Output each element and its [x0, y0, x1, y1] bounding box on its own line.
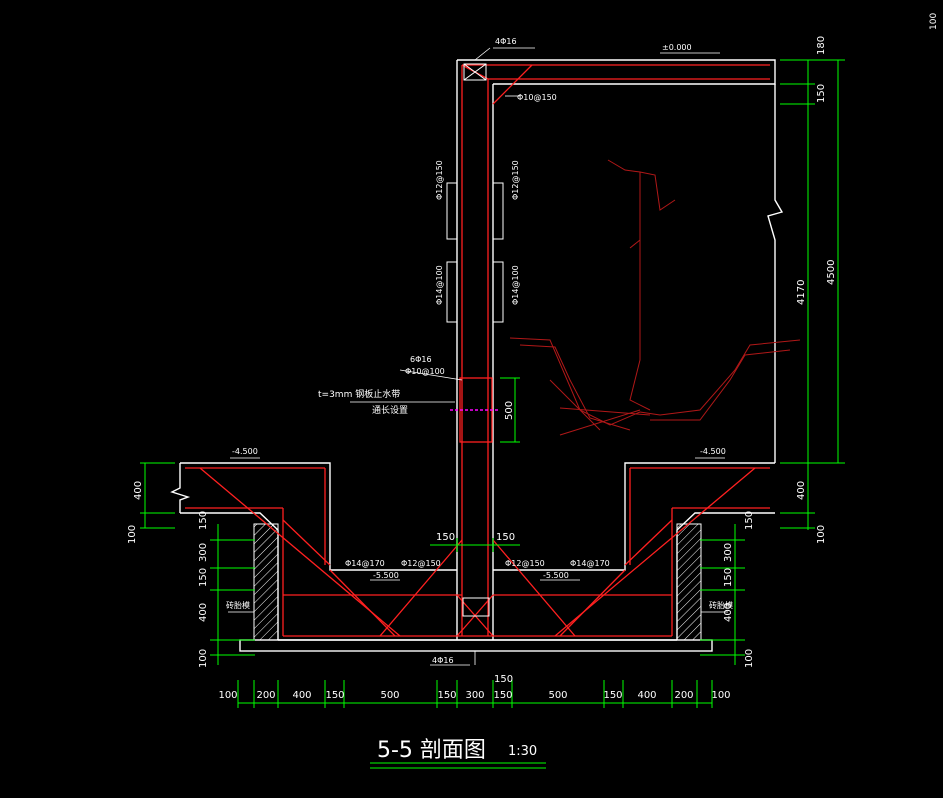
label-wall-bar-left-upper: Φ12@150 — [435, 160, 444, 200]
marker-left-upper — [446, 182, 458, 240]
dim-text-right-300: 300 — [723, 543, 734, 562]
corner-marker — [463, 63, 487, 81]
brick-molds — [253, 523, 702, 641]
concrete-outline — [170, 59, 784, 652]
left-step-outline — [180, 462, 457, 571]
dim-text-4170: 4170 — [796, 280, 807, 305]
label-left-slope-bar: Φ14@170 — [345, 559, 385, 568]
dim-text-left-150: 150 — [198, 511, 209, 530]
dim-bottom-12: 100 — [711, 690, 730, 701]
bottom-dimension-labels: 100 200 400 150 500 150 300 150 500 150 … — [218, 690, 730, 701]
dim-bottom-5: 150 — [437, 690, 456, 701]
break-line-left — [170, 463, 191, 513]
marker-right-upper — [492, 182, 504, 240]
marker-right-lower — [492, 261, 504, 323]
label-top-rebar: 4Φ16 — [495, 37, 517, 46]
left-diag-3 — [329, 569, 396, 637]
label-beam-stirrup: Φ10@100 — [405, 367, 445, 376]
label-elevation-bottom-left: -5.500 — [373, 571, 399, 580]
brick-mold-right — [676, 523, 702, 641]
label-elevation-left-step: -4.500 — [232, 447, 258, 456]
dim-bottom-1: 200 — [256, 690, 275, 701]
dim-bottom-9: 150 — [603, 690, 622, 701]
dim-text-left-100: 100 — [127, 525, 138, 544]
label-left-slope-bar2: Φ12@150 — [401, 559, 441, 568]
dim-text-right-100b: 100 — [744, 649, 755, 668]
right-step-outline — [493, 462, 775, 571]
dim-text-mid-150-left: 150 — [436, 532, 455, 543]
label-wall-bar-left-lower: Φ14@100 — [435, 265, 444, 305]
label-waterstop: t=3mm 钢板止水带 — [318, 388, 400, 400]
dim-text-left-150b: 150 — [198, 568, 209, 587]
label-wall-bar-right-upper: Φ12@150 — [511, 160, 520, 200]
label-elevation-right-step: -4.500 — [700, 447, 726, 456]
dim-text-right-100: 100 — [816, 525, 827, 544]
haunch-bar — [492, 64, 533, 105]
right-diag-2 — [624, 519, 673, 566]
left-diag-2 — [282, 519, 331, 566]
dim-bottom-3: 150 — [325, 690, 344, 701]
label-right-slope-bar2: Φ14@170 — [570, 559, 610, 568]
dim-bottom-4: 500 — [380, 690, 399, 701]
label-top-slab-bars: Φ10@150 — [517, 93, 557, 102]
dim-text-right-400: 400 — [796, 481, 807, 500]
dim-text-left-400b: 400 — [198, 603, 209, 622]
dim-bottom-7: 150 — [493, 690, 512, 701]
break-line-right — [767, 84, 784, 463]
label-waterstop-continuous: 通长设置 — [372, 404, 408, 416]
background-detail — [509, 159, 801, 436]
dim-bottom-11: 200 — [674, 690, 693, 701]
label-brick-mold-right: 砖胎模 — [709, 600, 733, 610]
dimension-labels: 180 150 4170 4500 400 100 400 100 150 30… — [127, 36, 837, 685]
dim-bottom-10: 400 — [637, 690, 656, 701]
dim-bottom-6: 300 — [465, 690, 484, 701]
label-brick-mold-left: 砖胎模 — [226, 600, 250, 610]
dimension-lines — [140, 59, 845, 769]
dim-text-left-100b: 100 — [198, 649, 209, 668]
dim-text-right-150b: 150 — [744, 511, 755, 530]
dim-text-4500: 4500 — [826, 260, 837, 285]
right-diag-3 — [559, 569, 626, 637]
dim-text-150: 150 — [816, 84, 827, 103]
cushion-layer — [239, 639, 713, 652]
label-elevation-top: ±0.000 — [662, 43, 692, 52]
annotation-labels: 4Φ16 ±0.000 Φ10@150 Φ12@150 Φ12@150 Φ14@… — [226, 37, 733, 665]
label-elevation-bottom-right: -5.500 — [543, 571, 569, 580]
label-beam-bars: 6Φ16 — [410, 355, 432, 364]
dim-text-right-150c: 150 — [723, 568, 734, 587]
brick-mold-left — [253, 523, 279, 641]
base-marker — [462, 597, 490, 617]
label-bottom-rebar: 4Φ16 — [432, 656, 454, 665]
dim-text-beam-500: 500 — [504, 401, 515, 420]
dim-bottom-2: 400 — [292, 690, 311, 701]
right-slope-bar — [492, 539, 576, 637]
label-right-slope-bar: Φ12@150 — [505, 559, 545, 568]
dim-bottom-0: 100 — [218, 690, 237, 701]
bar-markers — [446, 63, 504, 617]
marker-left-lower — [446, 261, 458, 323]
leader-lines — [228, 47, 728, 666]
dim-text-bottom-150-top: 150 — [494, 674, 513, 685]
dim-bottom-8: 500 — [548, 690, 567, 701]
dim-text-180: 180 — [816, 36, 827, 55]
top-slab-outline — [457, 59, 776, 85]
label-wall-bar-right-lower: Φ14@100 — [511, 265, 520, 305]
left-slope-bar — [379, 539, 463, 637]
dim-text-mid-150-right: 150 — [496, 532, 515, 543]
drawing-scale: 1:30 — [508, 744, 537, 759]
dim-text-right-400b: 400 — [723, 603, 734, 622]
dim-text-left-400: 400 — [133, 481, 144, 500]
dim-text-left-300: 300 — [198, 543, 209, 562]
drawing-title: 5-5 剖面图 — [377, 738, 486, 763]
corner-mark: 100 — [929, 13, 939, 30]
